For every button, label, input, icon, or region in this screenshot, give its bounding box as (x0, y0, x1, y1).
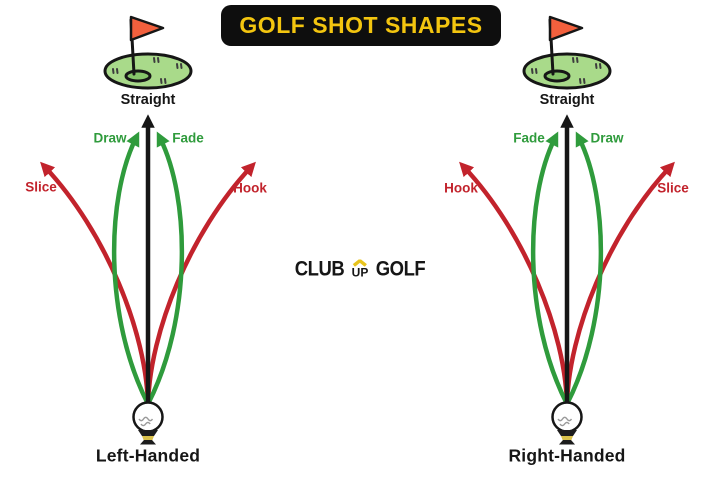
logo-word-golf: GOLF (375, 257, 426, 281)
logo-up-block: UP (351, 259, 369, 280)
right-slice-label: Slice (657, 180, 689, 196)
club-up-golf-logo: CLUB UP GOLF (291, 259, 428, 280)
left-green-flag-icon (103, 15, 193, 90)
left-slice-label: Slice (25, 179, 57, 195)
left-draw-label: Draw (93, 130, 127, 146)
right-straight-label: Straight (539, 91, 595, 108)
right-green-flag-icon (522, 15, 612, 90)
left-hook-label: Hook (233, 180, 267, 196)
right-draw-label: Draw (590, 130, 624, 146)
up-chevron-icon (352, 259, 368, 267)
left-ball-tee-icon (132, 401, 164, 446)
right-diagram-art (464, 15, 670, 446)
left-diagram-art (45, 15, 251, 446)
page-title: GOLF SHOT SHAPES (239, 12, 483, 38)
right-handed-label: Right-Handed (508, 445, 626, 466)
logo-word-club: CLUB (294, 257, 345, 281)
right-hook-label: Hook (444, 180, 478, 196)
left-straight-label: Straight (120, 91, 176, 108)
right-fade-label: Fade (513, 130, 545, 146)
left-handed-label: Left-Handed (95, 445, 201, 466)
title-banner: GOLF SHOT SHAPES (221, 5, 501, 46)
right-ball-tee-icon (551, 401, 583, 446)
left-fade-label: Fade (172, 130, 204, 146)
logo-word-up: UP (351, 265, 369, 280)
